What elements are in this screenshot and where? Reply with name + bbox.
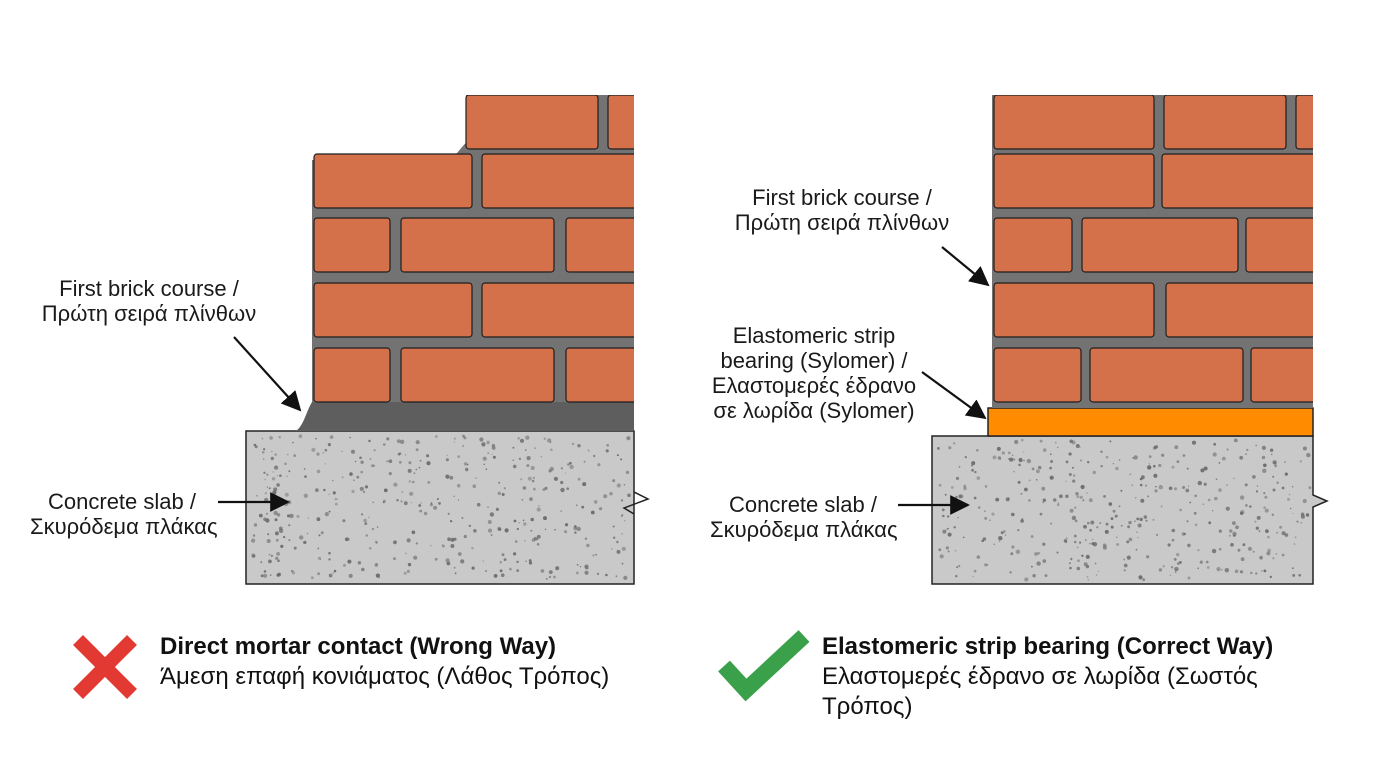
right-slab-label: Concrete slab / Σκυρόδεμα πλάκας bbox=[710, 492, 898, 542]
cross-icon bbox=[73, 635, 137, 699]
label-line: First brick course / bbox=[59, 276, 239, 301]
brick bbox=[400, 217, 555, 273]
correct-way-title: Elastomeric strip bearing (Correct Way) bbox=[822, 633, 1274, 660]
elastomeric-strip bbox=[987, 407, 1314, 437]
right-strip-label: Elastomeric strip bearing (Sylomer) / Ελ… bbox=[700, 323, 928, 423]
brick bbox=[993, 347, 1082, 403]
brick bbox=[1245, 217, 1313, 273]
brick bbox=[993, 282, 1155, 338]
brick bbox=[1161, 153, 1313, 209]
label-line: Concrete slab / bbox=[729, 492, 877, 517]
brick bbox=[1081, 217, 1239, 273]
check-icon bbox=[718, 630, 810, 702]
left-brick-arrow bbox=[233, 336, 302, 412]
right-strip-arrow bbox=[921, 371, 987, 420]
brick bbox=[481, 153, 634, 209]
left-concrete-slab bbox=[245, 430, 635, 585]
brick bbox=[565, 347, 634, 403]
brick bbox=[313, 282, 473, 338]
left-slab-texture bbox=[251, 434, 631, 581]
brick bbox=[1163, 95, 1287, 150]
brick bbox=[481, 282, 634, 338]
correct-way-subtitle-line1: Ελαστομερές έδρανο σε λωρίδα (Σωστός bbox=[822, 663, 1258, 690]
brick bbox=[313, 217, 391, 273]
brick bbox=[1250, 347, 1313, 403]
label-line: bearing (Sylomer) / bbox=[720, 348, 908, 373]
correct-way-detail bbox=[898, 95, 1329, 585]
left-slab-break bbox=[622, 491, 650, 515]
brick bbox=[1295, 95, 1313, 150]
label-line: σε λωρίδα (Sylomer) bbox=[713, 398, 915, 423]
wrong-way-legend: Direct mortar contact (Wrong Way) Άμεση … bbox=[160, 632, 680, 692]
brick bbox=[313, 347, 391, 403]
brick bbox=[1165, 282, 1313, 338]
label-line: Σκυρόδεμα πλάκας bbox=[710, 517, 898, 542]
right-brick-label: First brick course / Πρώτη σειρά πλίνθων bbox=[724, 185, 960, 235]
brick bbox=[400, 347, 555, 403]
label-line: Concrete slab / bbox=[48, 489, 196, 514]
label-line: Ελαστομερές έδρανο bbox=[711, 373, 917, 398]
brick bbox=[465, 95, 599, 150]
brick bbox=[1089, 347, 1244, 403]
right-brick-wall bbox=[993, 95, 1313, 403]
brick bbox=[607, 95, 634, 150]
label-line: First brick course / bbox=[752, 185, 932, 210]
left-brick-label: First brick course / Πρώτη σειρά πλίνθων bbox=[36, 276, 262, 326]
wrong-way-subtitle: Άμεση επαφή κονιάματος (Λάθος Τρόπος) bbox=[160, 663, 610, 690]
label-line: Elastomeric strip bbox=[732, 323, 896, 348]
brick bbox=[313, 153, 473, 209]
label-line: Σκυρόδεμα πλάκας bbox=[30, 514, 218, 539]
label-line: Πρώτη σειρά πλίνθων bbox=[734, 210, 950, 235]
label-line: Πρώτη σειρά πλίνθων bbox=[41, 301, 257, 326]
brick bbox=[993, 95, 1155, 150]
right-slab-texture bbox=[937, 438, 1312, 582]
correct-way-subtitle-line2: Τρόπος) bbox=[822, 693, 913, 720]
left-mortar-bed bbox=[296, 402, 634, 431]
right-brick-arrow bbox=[941, 246, 990, 287]
brick bbox=[993, 217, 1073, 273]
brick bbox=[993, 153, 1155, 209]
wrong-way-title: Direct mortar contact (Wrong Way) bbox=[160, 633, 557, 660]
wrong-way-detail bbox=[218, 95, 635, 585]
left-brick-wall bbox=[313, 95, 634, 403]
left-slab-label: Concrete slab / Σκυρόδεμα πλάκας bbox=[30, 489, 218, 539]
correct-way-legend: Elastomeric strip bearing (Correct Way) … bbox=[822, 632, 1342, 722]
right-concrete-slab bbox=[931, 435, 1329, 585]
brick bbox=[565, 217, 634, 273]
